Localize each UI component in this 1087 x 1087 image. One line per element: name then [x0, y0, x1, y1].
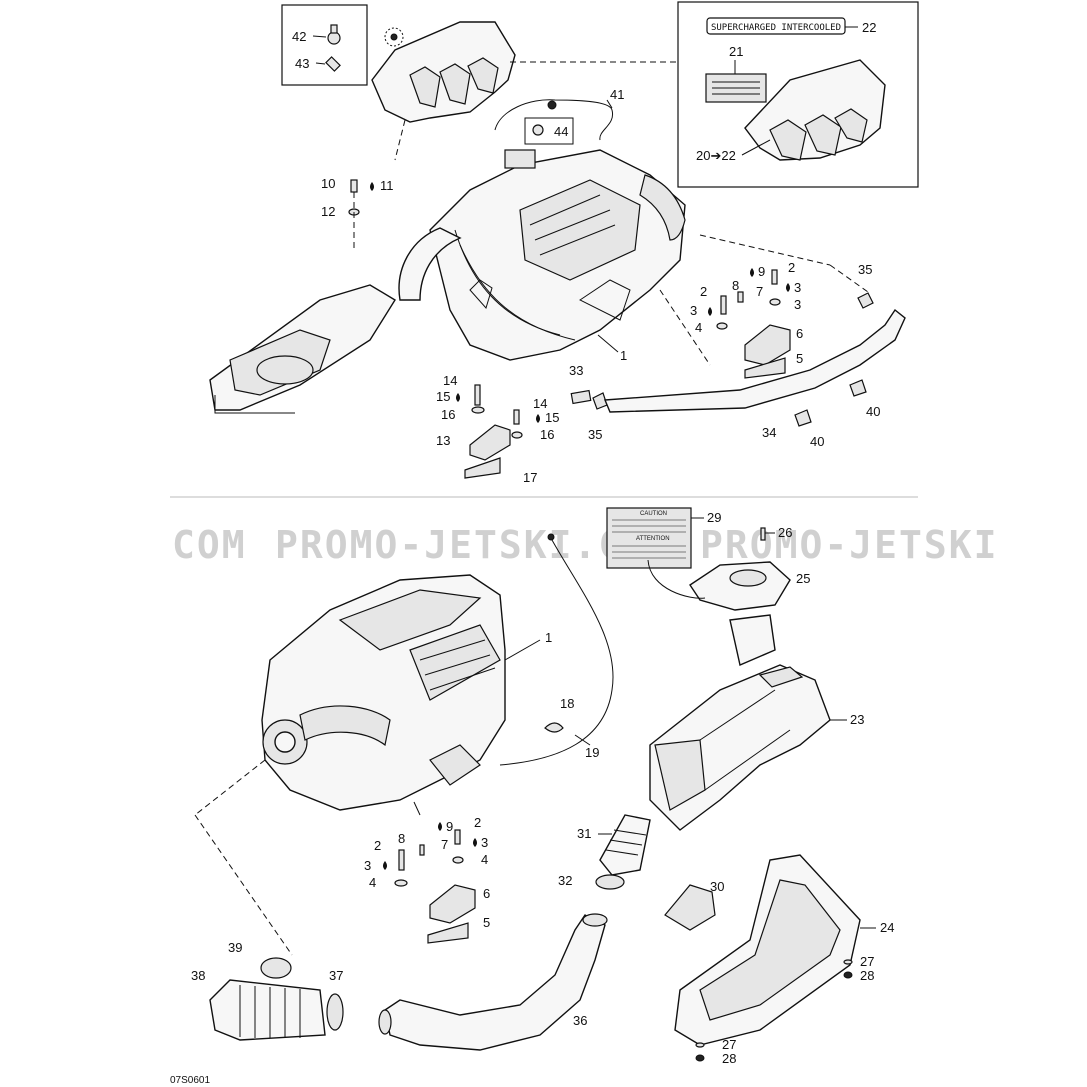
- callout-28: 28: [860, 968, 874, 983]
- callout-29: 29: [707, 510, 721, 525]
- callout-4d: 4: [369, 875, 376, 890]
- callout-43: 43: [295, 56, 309, 71]
- engine-mounts-top: 14 15 16 13 17 14 15 16: [436, 373, 559, 485]
- engine-bottom: 1: [261, 574, 552, 811]
- engine-cover: [371, 21, 680, 161]
- svg-text:COM: COM: [172, 523, 247, 567]
- callout-6: 6: [796, 326, 803, 341]
- callout-9: 9: [758, 264, 765, 279]
- fastener-detail: [384, 27, 404, 47]
- airbox-tray: 24 27 28 27 28: [674, 854, 894, 1066]
- callout-3b: 3: [690, 303, 697, 318]
- callout-15b: 15: [545, 410, 559, 425]
- callout-8b: 8: [398, 831, 405, 846]
- intake-plate: 26 25: [647, 525, 810, 611]
- intake-boot: 31 32: [558, 814, 651, 890]
- bolt-10: 10 11 12: [321, 176, 394, 250]
- intake-pipe-top: [209, 227, 462, 414]
- callout-2c: 2: [474, 815, 481, 830]
- callout-30: 30: [710, 879, 724, 894]
- svg-text:SUPERCHARGED INTERCOOLED: SUPERCHARGED INTERCOOLED: [711, 23, 841, 33]
- callout-33: 33: [569, 363, 583, 378]
- airbox-cover-piece: 30: [664, 879, 724, 931]
- callout-21: 21: [729, 44, 743, 59]
- callout-26: 26: [778, 525, 792, 540]
- svg-text:ATTENTION: ATTENTION: [636, 536, 670, 542]
- callout-2d: 2: [374, 838, 381, 853]
- callout-44: 44: [554, 124, 568, 139]
- svg-text:CAUTION: CAUTION: [640, 511, 667, 517]
- callout-15: 15: [436, 389, 450, 404]
- cover-decal-inset: SUPERCHARGED INTERCOOLED 22 21 20➔22: [677, 1, 919, 188]
- callout-20-22: 20➔22: [696, 148, 736, 163]
- callout-14b: 14: [533, 396, 547, 411]
- callout-7: 7: [756, 284, 763, 299]
- watermark: COM PROMO-JETSKI.COM PROMO-JETSKI: [172, 523, 999, 567]
- airbox: 23: [649, 614, 864, 831]
- callout-14: 14: [443, 373, 457, 388]
- engine-mounts-bottom: 8 9 2 3 7 4 2 3 4 6 5: [364, 801, 490, 944]
- caution-decal: CAUTION ATTENTION 29: [606, 507, 721, 569]
- callout-22: 22: [862, 20, 876, 35]
- fastener-kit-box: 42 43: [281, 4, 368, 86]
- callout-27: 27: [860, 954, 874, 969]
- callout-7b: 7: [441, 837, 448, 852]
- bilge-hose: 33 35 34 35 40 40: [569, 234, 906, 449]
- callout-16b: 16: [540, 427, 554, 442]
- callout-31: 31: [577, 826, 591, 841]
- drawing-code: 07S0601: [170, 1075, 210, 1086]
- throttle-cable: 18 19: [499, 533, 614, 766]
- callout-16: 16: [441, 407, 455, 422]
- callout-19: 19: [585, 745, 599, 760]
- callout-28b: 28: [722, 1051, 736, 1066]
- callout-11: 11: [380, 178, 394, 193]
- callout-25: 25: [796, 571, 810, 586]
- callout-10: 10: [321, 176, 335, 191]
- exhaust-hose-kit: 39 38 37: [191, 759, 344, 1041]
- callout-1-top: 1: [620, 348, 627, 363]
- callout-9b: 9: [446, 819, 453, 834]
- svg-text:PROMO-JETSKI: PROMO-JETSKI: [700, 523, 999, 567]
- callout-8: 8: [732, 278, 739, 293]
- callout-24: 24: [880, 920, 894, 935]
- svg-text:PROMO-JETSKI.COM: PROMO-JETSKI.COM: [275, 523, 673, 567]
- callout-2b: 2: [700, 284, 707, 299]
- engine-top: [429, 149, 686, 361]
- callout-12: 12: [321, 204, 335, 219]
- callout-23: 23: [850, 712, 864, 727]
- callout-34: 34: [762, 425, 776, 440]
- callout-6b: 6: [483, 886, 490, 901]
- callout-18: 18: [560, 696, 574, 711]
- callout-2: 2: [788, 260, 795, 275]
- callout-3c: 3: [481, 835, 488, 850]
- callout-13: 13: [436, 433, 450, 448]
- callout-27b: 27: [722, 1037, 736, 1052]
- callout-32: 32: [558, 873, 572, 888]
- callout-35: 35: [588, 427, 602, 442]
- callout-4c: 4: [481, 852, 488, 867]
- callout-5b: 5: [483, 915, 490, 930]
- mount-fasteners-top-right: 9 2 3 3 8 7 2 3 4 6 5: [659, 260, 803, 379]
- vent-hose: 44 41: [494, 87, 624, 145]
- callout-42: 42: [292, 29, 306, 44]
- exhaust-pipe: 36: [378, 913, 608, 1051]
- callout-17: 17: [523, 470, 537, 485]
- callout-41: 41: [610, 87, 624, 102]
- callout-5: 5: [796, 351, 803, 366]
- callout-3: 3: [794, 280, 801, 295]
- callout-3d: 3: [364, 858, 371, 873]
- callout-1-bottom: 1: [545, 630, 552, 645]
- callout-4b: 4: [695, 320, 702, 335]
- callout-38: 38: [191, 968, 205, 983]
- callout-37: 37: [329, 968, 343, 983]
- callout-35b: 35: [858, 262, 872, 277]
- callout-40: 40: [866, 404, 880, 419]
- callout-36: 36: [573, 1013, 587, 1028]
- callout-39: 39: [228, 940, 242, 955]
- callout-40b: 40: [810, 434, 824, 449]
- callout-4: 3: [794, 297, 801, 312]
